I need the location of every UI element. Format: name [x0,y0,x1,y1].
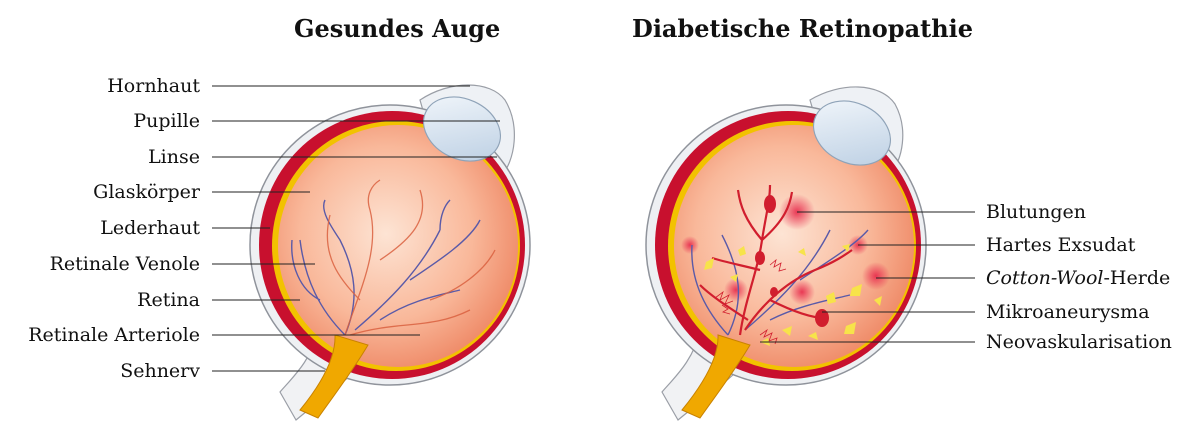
label-sehnerv: Sehnerv [120,360,200,382]
label-hartes-exsudat: Hartes Exsudat [986,234,1135,256]
label-cotton-wool-italic: Cotton-Wool [986,267,1104,289]
label-glaskoerper: Glaskörper [93,181,200,203]
label-pupille: Pupille [133,110,200,132]
label-linse: Linse [148,146,200,168]
title-diabetic: Diabetische Retinopathie [632,14,973,43]
title-healthy: Gesundes Auge [294,14,500,43]
label-neovaskularisation: Neovaskularisation [986,331,1172,353]
healthy-eye [250,85,530,420]
label-mikroaneurysma: Mikroaneurysma [986,301,1150,323]
label-retina: Retina [137,289,200,311]
label-cotton-wool-suffix: -Herde [1104,267,1171,289]
label-hornhaut: Hornhaut [107,75,200,97]
label-retinale-venole: Retinale Venole [50,253,200,275]
diabetic-eye [646,87,926,420]
label-retinale-arteriole: Retinale Arteriole [28,324,200,346]
label-lederhaut: Lederhaut [100,217,200,239]
label-cotton-wool-herde: Cotton-Wool-Herde [986,267,1170,289]
label-blutungen: Blutungen [986,201,1086,223]
